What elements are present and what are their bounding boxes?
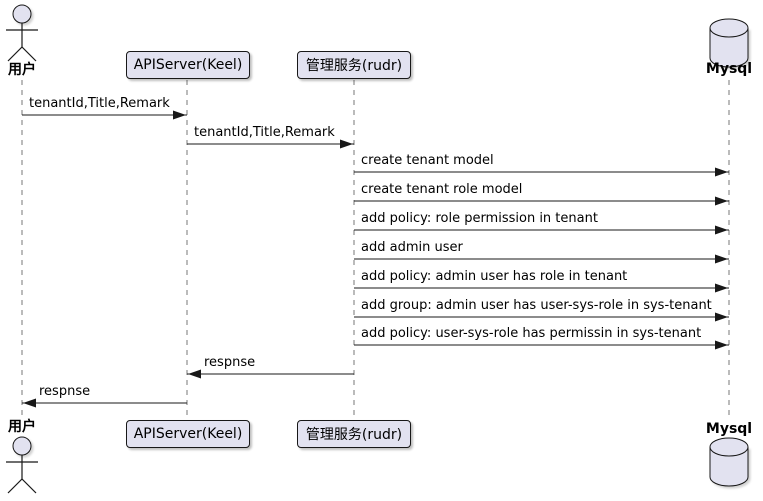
- message-label: add policy: user-sys-role has permissin …: [361, 326, 702, 341]
- message-arrowhead: [340, 139, 353, 149]
- message-label: tenantId,Title,Remark: [29, 96, 170, 111]
- participant-box-rudr-bottom: 管理服务(rudr): [297, 420, 411, 448]
- message-arrowhead: [715, 340, 728, 350]
- message-arrowhead: [715, 167, 728, 177]
- message-label: add admin user: [361, 240, 463, 255]
- database-label-mysql-bottom: Mysql: [705, 421, 753, 437]
- actor-user-top-head: [12, 4, 32, 24]
- participant-box-rudr-top: 管理服务(rudr): [297, 51, 411, 79]
- database-mysql-top-cylinder-body: [709, 28, 749, 68]
- message-arrowhead: [715, 196, 728, 206]
- message-label: create tenant model: [361, 153, 494, 168]
- message-label: add policy: role permission in tenant: [361, 211, 598, 226]
- actor-user-bottom-head: [12, 436, 32, 456]
- actor-user-top-figure: [21, 46, 37, 62]
- actor-user-bottom-figure: [7, 478, 23, 494]
- message-arrowhead: [23, 398, 36, 408]
- message-arrowhead: [715, 312, 728, 322]
- message-arrowhead: [715, 254, 728, 264]
- message-label: respnse: [204, 355, 256, 370]
- message-arrowhead: [173, 110, 186, 120]
- database-mysql-bottom-cylinder-top: [709, 437, 749, 457]
- database-mysql-bottom-cylinder-body: [709, 447, 749, 487]
- message-label: create tenant role model: [361, 182, 523, 197]
- actor-label-user-bottom: 用户: [8, 419, 36, 435]
- message-label: tenantId,Title,Remark: [194, 125, 335, 140]
- message-label: add group: admin user has user-sys-role …: [361, 298, 712, 313]
- message-arrowhead: [715, 283, 728, 293]
- participant-box-apiserver-bottom: APIServer(Keel): [126, 420, 250, 448]
- actor-user-top-figure: [7, 46, 23, 62]
- database-label-mysql-top: Mysql: [705, 61, 753, 77]
- actor-user-bottom-figure: [21, 478, 37, 494]
- message-label: respnse: [39, 384, 91, 399]
- message-arrowhead: [715, 225, 728, 235]
- message-label: add policy: admin user has role in tenan…: [361, 269, 628, 284]
- participant-box-apiserver-top: APIServer(Keel): [126, 51, 250, 79]
- actor-label-user-top: 用户: [8, 62, 36, 78]
- message-arrowhead: [188, 369, 201, 379]
- database-mysql-top-cylinder-top: [709, 18, 749, 38]
